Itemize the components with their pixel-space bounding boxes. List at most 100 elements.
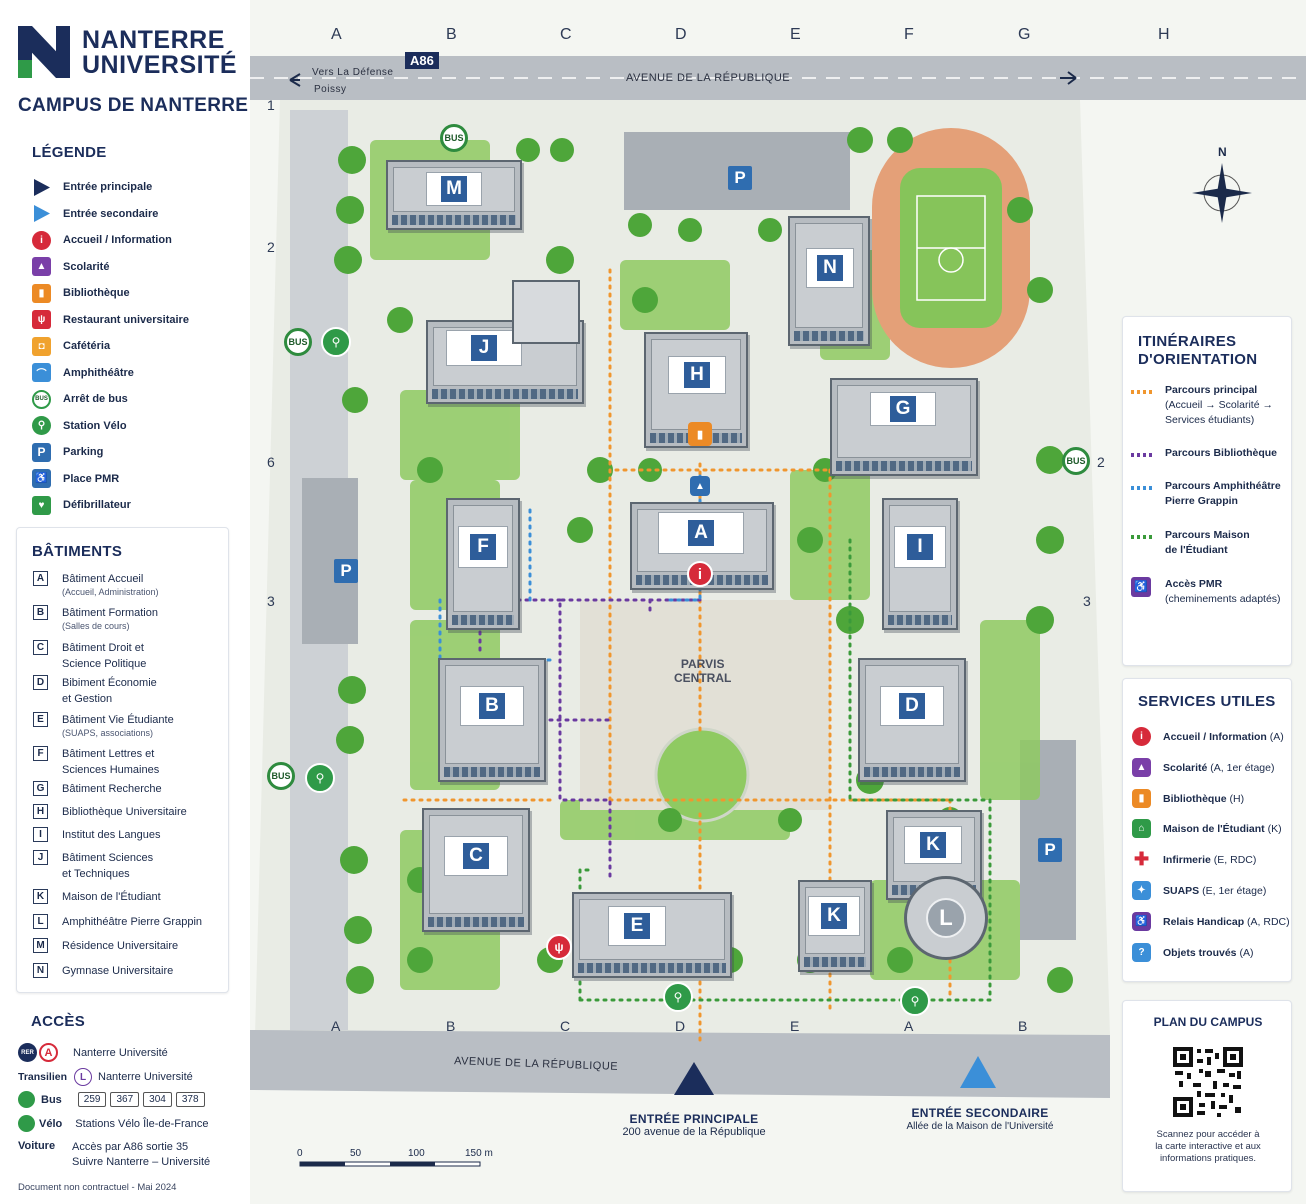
info-icon[interactable]: i: [687, 561, 713, 587]
building-key: N: [33, 963, 48, 978]
building-letter: H: [684, 362, 710, 388]
building-key: I: [33, 827, 48, 842]
wheelchair-icon: ♿: [32, 469, 51, 489]
scale-label: 150 m: [465, 1148, 493, 1159]
qr-code-icon[interactable]: [1171, 1045, 1245, 1119]
building-letter: G: [890, 396, 916, 422]
itinerary-amphi[interactable]: Parcours Amphithéâtre Pierre Grappin: [1131, 479, 1285, 509]
itinerary-main[interactable]: Parcours principal(Accueil → Scolarité →…: [1131, 383, 1290, 428]
building-i[interactable]: I: [882, 498, 958, 630]
building-name: Amphithéâtre Pierre Grappin: [62, 916, 203, 928]
rer-icon: RER: [18, 1043, 37, 1062]
building-name: Bâtiment Recherche: [62, 783, 162, 795]
book-icon[interactable]: ▮: [688, 422, 712, 446]
building-key: E: [33, 712, 48, 727]
building-key: G: [33, 781, 48, 796]
campus-map[interactable]: A B C D E F G H A B C D E A B 1 2 6 3 2 …: [250, 0, 1306, 1204]
service-label: Infirmerie: [1163, 853, 1211, 866]
direction-text: Poissy: [314, 84, 347, 95]
scale-label: 50: [350, 1148, 362, 1159]
building-name: Résidence Universitaire: [62, 940, 179, 952]
access-section: ACCÈS RER A Nanterre Université Transili…: [16, 1003, 241, 1173]
service-item[interactable]: ✦SUAPS (E, 1er étage): [1132, 881, 1266, 900]
service-item[interactable]: ▲Scolarité (A, 1er étage): [1132, 758, 1274, 777]
itinerary-pmr[interactable]: ♿ Accès PMR(cheminements adaptés): [1131, 577, 1281, 607]
building-g[interactable]: G: [830, 378, 978, 476]
service-label: Relais Handicap: [1163, 915, 1245, 928]
itinerary-title: Accès PMR: [1165, 578, 1223, 590]
parking-icon[interactable]: P: [728, 166, 752, 190]
cross-icon: ✚: [1132, 849, 1151, 869]
itinerary-library[interactable]: Parcours Bibliothèque: [1131, 446, 1277, 461]
building-sub: (Salles de cours): [62, 621, 130, 631]
route-library-swatch: [1131, 453, 1153, 457]
bus-stop-icon[interactable]: BUS: [267, 762, 295, 790]
main-entrance-label: ENTRÉE PRINCIPALE 200 avenue de la Répub…: [604, 1112, 784, 1138]
legend-item: Entrée secondaire: [32, 201, 242, 228]
building-e[interactable]: E: [572, 892, 732, 978]
access-title: ACCÈS: [31, 1013, 86, 1030]
legend-label: Entrée secondaire: [63, 207, 159, 220]
grid-letter: E: [790, 1018, 800, 1034]
scolarite-icon[interactable]: ▲: [690, 476, 710, 496]
university-logo-icon: [18, 26, 70, 78]
building-k[interactable]: K: [798, 880, 872, 972]
itineraries-title-line-2: D'ORIENTATION: [1138, 351, 1258, 368]
building-name: Bâtiment Vie Étudiante: [62, 714, 174, 726]
bus-icon: BUS: [32, 389, 51, 409]
bus-stop-icon[interactable]: BUS: [440, 124, 468, 152]
building-l-amphitheatre[interactable]: L: [904, 876, 988, 960]
building-c[interactable]: C: [422, 808, 530, 932]
legend-item: ◘Cafétéria: [32, 333, 242, 360]
service-item[interactable]: ▮Bibliothèque (H): [1132, 789, 1244, 808]
building-n[interactable]: N: [788, 216, 870, 346]
service-item[interactable]: ✚Infirmerie (E, RDC): [1132, 849, 1256, 869]
building-d[interactable]: D: [858, 658, 966, 782]
bus-stop-icon[interactable]: BUS: [284, 328, 312, 356]
itinerary-student[interactable]: Parcours Maison de l'Étudiant: [1131, 528, 1260, 558]
service-item[interactable]: ⌂Maison de l'Étudiant (K): [1132, 819, 1282, 838]
main-entrance-address: 200 avenue de la République: [622, 1126, 766, 1138]
building-letter: K: [920, 832, 946, 858]
bike-station-icon[interactable]: ⚲: [900, 986, 930, 1016]
itineraries-title: ITINÉRAIRES D'ORIENTATION: [1138, 333, 1257, 369]
parking-icon[interactable]: P: [1038, 838, 1062, 862]
legend-item: ♥Défibrillateur: [32, 492, 242, 519]
bus-stop-icon[interactable]: BUS: [1062, 447, 1090, 475]
sport-icon: ✦: [1132, 881, 1151, 900]
restaurant-icon[interactable]: ψ: [546, 934, 572, 960]
legend-label: Scolarité: [63, 260, 110, 273]
direction-text: Vers La Défense: [312, 67, 394, 78]
itineraries-title-line-1: ITINÉRAIRES: [1138, 333, 1237, 350]
legend-label: Cafétéria: [63, 340, 111, 353]
grid-letter: A: [331, 26, 342, 43]
restaurant-icon: ψ: [32, 310, 51, 330]
building-j[interactable]: J: [426, 320, 584, 404]
bike-station-icon[interactable]: ⚲: [321, 327, 351, 357]
building-f[interactable]: F: [446, 498, 520, 630]
bike-station-icon[interactable]: ⚲: [305, 763, 335, 793]
bus-line: 259: [77, 1092, 107, 1107]
building-b[interactable]: B: [438, 658, 546, 782]
building-key: A: [33, 571, 48, 586]
building-letter: N: [817, 255, 843, 281]
building-name: Bâtiment Lettres et Sciences Humaines: [62, 748, 160, 776]
bike-station-icon[interactable]: ⚲: [663, 982, 693, 1012]
parvis-line-1: PARVIS: [680, 657, 725, 671]
access-voiture-row: Voiture Accès par A86 sortie 35 Suivre N…: [18, 1140, 210, 1170]
building-letter: K: [821, 903, 847, 929]
building-key: D: [33, 675, 48, 690]
main-entrance-triangle: [674, 1062, 714, 1095]
building-letter: F: [470, 534, 496, 560]
parking-icon[interactable]: P: [334, 559, 358, 583]
service-item[interactable]: ?Objets trouvés (A): [1132, 943, 1253, 962]
grid-letter: E: [790, 26, 801, 43]
building-sub: (SUAPS, associations): [62, 728, 154, 738]
building-m[interactable]: M: [386, 160, 522, 230]
service-item[interactable]: ♿Relais Handicap (A, RDC): [1132, 912, 1290, 931]
